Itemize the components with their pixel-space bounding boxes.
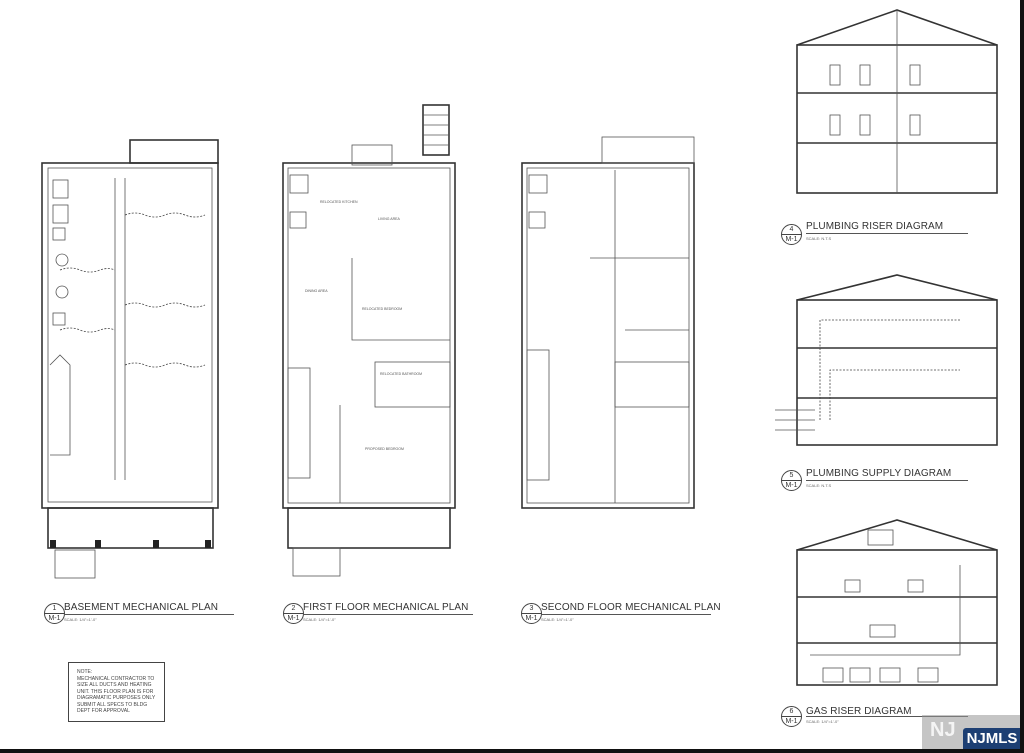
basement-plan (41, 139, 219, 579)
bottom-border (0, 749, 1024, 753)
title-underline (541, 614, 711, 615)
plan-number: 2 (284, 604, 303, 614)
plan-number: 3 (522, 604, 541, 614)
plan-title-gas-riser: GAS RISER DIAGRAM (806, 706, 912, 717)
plan-scale: SCALE: 1/4"=1'-0" (806, 719, 839, 724)
mechanical-note-box: NOTE: MECHANICAL CONTRACTOR TO SIZE ALL … (68, 662, 165, 722)
gas-riser-diagram (796, 519, 998, 686)
plan-scale: SCALE: 1/4"=1'-0" (541, 617, 574, 622)
first-floor-plan: LIVING AREA DINING AREA RELOCATED KITCHE… (282, 104, 456, 577)
njmls-watermark: NJMLS (963, 728, 1021, 750)
room-label-bedroom: RELOCATED BEDROOM (362, 307, 402, 311)
room-label-kitchen: RELOCATED KITCHEN (320, 200, 358, 204)
sheet-number: M-1 (785, 236, 798, 243)
sheet-number: M-1 (785, 718, 798, 725)
plumbing-riser-diagram (796, 9, 998, 194)
plan-title-first-floor: FIRST FLOOR MECHANICAL PLAN (303, 602, 469, 613)
plan-scale: SCALE: 1/4"=1'-0" (303, 617, 336, 622)
plan-scale: SCALE: 1/4"=1'-0" (64, 617, 97, 622)
note-heading: NOTE: (77, 669, 93, 675)
title-underline (64, 614, 234, 615)
plan-title-plumbing-riser: PLUMBING RISER DIAGRAM (806, 221, 944, 232)
title-underline (806, 233, 968, 234)
plan-number: 1 (45, 604, 64, 614)
sheet-number: M-1 (287, 615, 300, 622)
plan-number: 6 (782, 707, 801, 717)
sheet-number: M-1 (785, 482, 798, 489)
room-label-living: LIVING AREA (378, 217, 400, 221)
plan-number: 4 (782, 225, 801, 235)
room-label-bathroom: RELOCATED BATHROOM (380, 372, 422, 376)
plumbing-supply-diagram (775, 274, 998, 446)
sheet-number: M-1 (48, 615, 61, 622)
plan-title-second-floor: SECOND FLOOR MECHANICAL PLAN (541, 602, 721, 613)
plan-number: 5 (782, 471, 801, 481)
plan-scale: SCALE: N.T.S (806, 483, 832, 488)
room-label-proposed-bedroom: PROPOSED BEDROOM (365, 447, 404, 451)
right-border (1020, 0, 1024, 753)
title-underline (303, 614, 473, 615)
plan-scale: SCALE: N.T.S (806, 236, 832, 241)
room-label-dining: DINING AREA (305, 289, 328, 293)
title-underline (806, 480, 968, 481)
second-floor-plan (521, 136, 695, 509)
note-body: MECHANICAL CONTRACTOR TO SIZE ALL DUCTS … (77, 675, 156, 715)
plan-title-plumbing-supply: PLUMBING SUPPLY DIAGRAM (806, 468, 952, 479)
title-underline (806, 716, 968, 717)
plan-title-basement: BASEMENT MECHANICAL PLAN (64, 602, 219, 613)
sheet-number: M-1 (525, 615, 538, 622)
